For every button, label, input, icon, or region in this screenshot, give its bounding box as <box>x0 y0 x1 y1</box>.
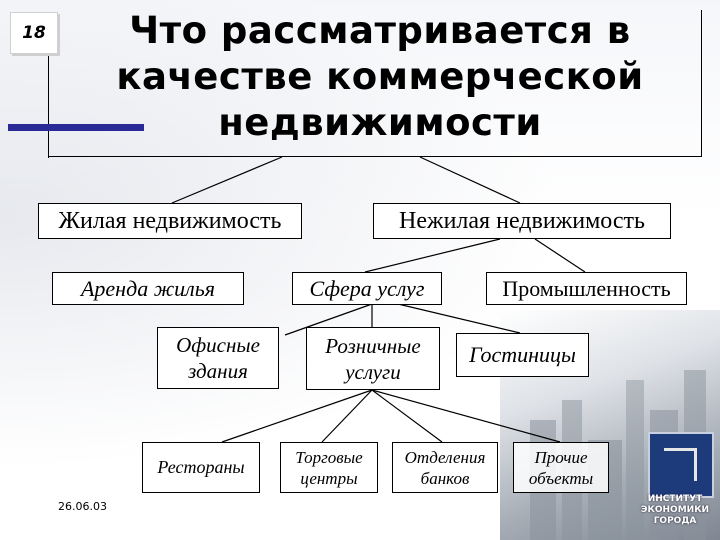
node-nonresidential: Нежилая недвижимость <box>373 203 671 239</box>
institute-logo <box>648 432 714 498</box>
node-office-buildings: Офисные здания <box>157 327 279 389</box>
connector-retail-banks <box>371 389 443 443</box>
accent-bar <box>8 124 144 131</box>
node-other-objects: Прочие объекты <box>513 442 609 493</box>
connector-retail-restaurants <box>221 389 373 443</box>
node-housing-rent: Аренда жилья <box>52 272 244 305</box>
title-frame-left-line <box>48 14 49 158</box>
node-retail-services: Розничные услуги <box>306 327 440 390</box>
connector-nonres-services <box>364 238 501 273</box>
connector-services-hotels <box>397 303 521 334</box>
node-malls: Торговые центры <box>280 442 378 493</box>
node-services: Сфера услуг <box>292 272 442 305</box>
connector-title-nonresidential <box>419 156 521 204</box>
node-industry: Промышленность <box>486 272 687 305</box>
slide-title: Что рассматривается в качестве коммерчес… <box>116 9 644 144</box>
institute-logo-text: ИНСТИТУТ ЭКОНОМИКИ ГОРОДА <box>640 494 710 526</box>
connector-nonres-industry <box>534 238 586 273</box>
title-frame <box>48 10 702 157</box>
slide-number-box: 18 <box>10 12 58 54</box>
slide-date: 26.06.03 <box>58 500 107 513</box>
slide-number: 18 <box>22 23 46 43</box>
node-restaurants: Рестораны <box>142 442 260 493</box>
connector-services-office <box>284 303 373 336</box>
node-bank-branches: Отделения банков <box>392 442 498 493</box>
connector-retail-malls <box>321 389 373 443</box>
connector-retail-other <box>371 389 561 443</box>
node-hotels: Гостиницы <box>456 333 589 377</box>
node-residential: Жилая недвижимость <box>38 203 302 239</box>
connector-title-residential <box>171 156 283 204</box>
